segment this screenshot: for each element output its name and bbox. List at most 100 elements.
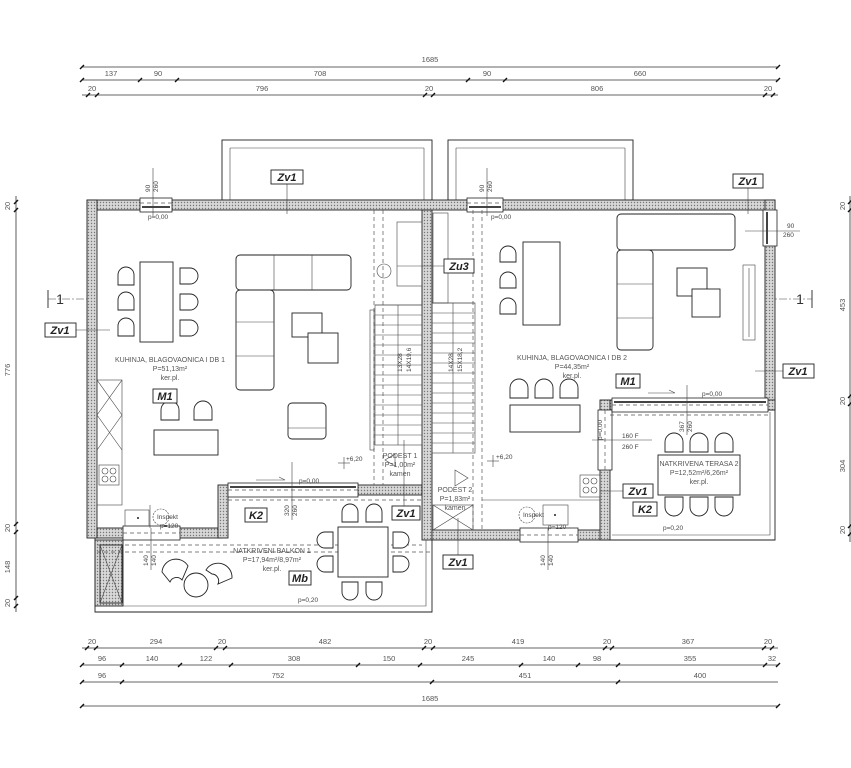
svg-text:Zv1: Zv1 xyxy=(396,508,416,520)
dim-left-3: 20 xyxy=(3,524,12,532)
fixed-window-height: 260 F xyxy=(622,444,639,451)
dim-top-2-1: 137 xyxy=(105,69,118,78)
dim-top-3-3: 20 xyxy=(425,84,433,93)
dim-bottom-2-7: 140 xyxy=(543,654,556,663)
dim-right-1: 20 xyxy=(838,202,847,210)
tag-zv1-bottom: Zv1 xyxy=(442,554,474,570)
dim-top-3-2: 796 xyxy=(256,84,269,93)
dim-bottom-2-10: 32 xyxy=(768,654,776,663)
svg-text:M1: M1 xyxy=(157,391,172,403)
dim-right-3: 20 xyxy=(838,397,847,405)
dim-left-2: 776 xyxy=(3,364,12,377)
left-dimensions: 20 776 20 148 20 xyxy=(3,196,19,612)
dim-overall-top: 1685 xyxy=(422,55,439,64)
room-area: P=1,83m² xyxy=(440,496,471,503)
stair-1-spec-b: 14X19,6 xyxy=(406,347,413,372)
dim-bottom-1-8: 367 xyxy=(682,637,695,646)
appliance-label-2: Inspekt xyxy=(523,512,544,519)
dim-right-5: 20 xyxy=(838,526,847,534)
room-area: P=51,13m² xyxy=(153,366,188,373)
dim-bottom-2-3: 122 xyxy=(200,654,213,663)
top-dimensions: 1685 137 90 708 90 660 20 796 20 806 20 xyxy=(79,55,781,98)
furniture-unit-2 xyxy=(482,213,756,526)
room-area: P=1,00m² xyxy=(385,462,416,469)
window-3-height: 260 xyxy=(783,232,794,239)
svg-text:K2: K2 xyxy=(638,504,652,516)
elevation-mark-1: +6,20 xyxy=(338,456,363,469)
window-kitchen-1-width: 140 xyxy=(143,555,150,566)
level-window-5: p=0,00 xyxy=(597,420,604,440)
dim-bottom-2-4: 308 xyxy=(288,654,301,663)
room-floor: ker.pl. xyxy=(161,375,180,382)
furniture-unit-1 xyxy=(96,254,352,528)
dim-left-5: 20 xyxy=(3,599,12,607)
dim-bottom-2-5: 150 xyxy=(383,654,396,663)
dim-left-4: 148 xyxy=(3,561,12,574)
room-name: PODEST 2 xyxy=(438,487,473,494)
tag-zv1-top-right: Zv1 xyxy=(732,173,764,189)
tag-m1-unit-2: M1 xyxy=(615,373,641,389)
dim-bottom-1-6: 419 xyxy=(512,637,525,646)
room-balcony-1: NATKRIVENI BALKON 1 P=17,94m²/8,97m² ker… xyxy=(233,548,311,573)
window-kitchen-1-height: 140 xyxy=(151,555,158,566)
furniture-balcony-1 xyxy=(161,503,410,601)
svg-text:Zv1: Zv1 xyxy=(738,176,758,188)
bottom-dimensions: 20 294 20 482 20 419 20 367 20 96 140 12… xyxy=(79,637,781,709)
dim-bottom-1-1: 20 xyxy=(88,637,96,646)
element-tags: Zv1 Zv1 Zv1 Zu3 Zv1 M1 M1 Zv1 K2 Zv1 K2 … xyxy=(44,169,815,586)
window-1-width: 90 xyxy=(145,184,152,192)
section-marker-left: 1 xyxy=(56,291,64,307)
svg-text:Mb: Mb xyxy=(292,573,308,585)
tag-zv1-left: Zv1 xyxy=(44,322,77,338)
svg-text:Zv1: Zv1 xyxy=(50,325,70,337)
dim-overall-bottom: 1685 xyxy=(422,694,439,703)
room-terrace-2: NATKRIVENA TERASA 2 P=12,52m²/6,26m² ker… xyxy=(659,461,738,486)
window-3-width: 90 xyxy=(787,223,795,230)
stair-1-spec-a: 13X28 xyxy=(397,353,404,372)
tag-zu3: Zu3 xyxy=(443,258,475,274)
dim-bottom-2-2: 140 xyxy=(146,654,159,663)
dim-bottom-2-6: 245 xyxy=(462,654,475,663)
room-floor: kamen xyxy=(389,471,410,478)
dim-top-2-3: 708 xyxy=(314,69,327,78)
svg-text:K2: K2 xyxy=(249,510,263,522)
room-floor: kamen xyxy=(444,505,465,512)
dim-top-2-5: 660 xyxy=(634,69,647,78)
door-balcony-height: 260 xyxy=(292,505,299,516)
upper-outline xyxy=(221,139,634,201)
tag-zv1-top-left: Zv1 xyxy=(270,169,304,185)
dim-bottom-1-2: 294 xyxy=(150,637,163,646)
staircase: 13X28 14X19,6 14X28 15X18,2 xyxy=(369,210,483,531)
dim-right-4: 304 xyxy=(838,460,847,473)
window-kitchen-2-width: 140 xyxy=(540,555,547,566)
room-name: NATKRIVENA TERASA 2 xyxy=(659,461,738,468)
dim-left-1: 20 xyxy=(3,202,12,210)
dim-bottom-2-8: 98 xyxy=(593,654,601,663)
tag-mb: Mb xyxy=(288,570,312,586)
appliance-label-1: Inspekt xyxy=(157,514,178,521)
svg-text:Zv1: Zv1 xyxy=(277,172,297,184)
room-kitchen-1: KUHINJA, BLAGOVAONICA I DB 1 P=51,13m² k… xyxy=(115,357,225,382)
dim-bottom-1-7: 20 xyxy=(603,637,611,646)
door-balcony-width: 320 xyxy=(284,505,291,516)
stair-2-spec-b: 15X18,2 xyxy=(457,347,464,372)
dim-bottom-3-1: 96 xyxy=(98,671,106,680)
level-balcony: p=0,20 xyxy=(298,597,318,604)
room-name: NATKRIVENI BALKON 1 xyxy=(233,548,311,555)
dim-bottom-1-3: 20 xyxy=(218,637,226,646)
right-dimensions: 20 453 20 304 20 xyxy=(838,196,851,542)
dim-top-2-4: 90 xyxy=(483,69,491,78)
stair-2-spec-a: 14X28 xyxy=(448,353,455,372)
dim-bottom-3-2: 752 xyxy=(272,671,285,680)
door-terrace-width: 367 xyxy=(679,421,686,432)
dim-top-3-1: 20 xyxy=(88,84,96,93)
room-podest-2: PODEST 2 P=1,83m² kamen xyxy=(438,487,473,512)
dim-top-2-2: 90 xyxy=(154,69,162,78)
dim-bottom-2-1: 96 xyxy=(98,654,106,663)
svg-text:+6,20: +6,20 xyxy=(346,456,363,463)
tag-k2-terrace: K2 xyxy=(632,501,658,517)
dim-bottom-3-3: 451 xyxy=(519,671,532,680)
room-area: P=12,52m²/6,26m² xyxy=(670,470,729,477)
room-area: P=17,94m²/8,97m² xyxy=(243,557,302,564)
room-floor: ker.pl. xyxy=(563,373,582,380)
